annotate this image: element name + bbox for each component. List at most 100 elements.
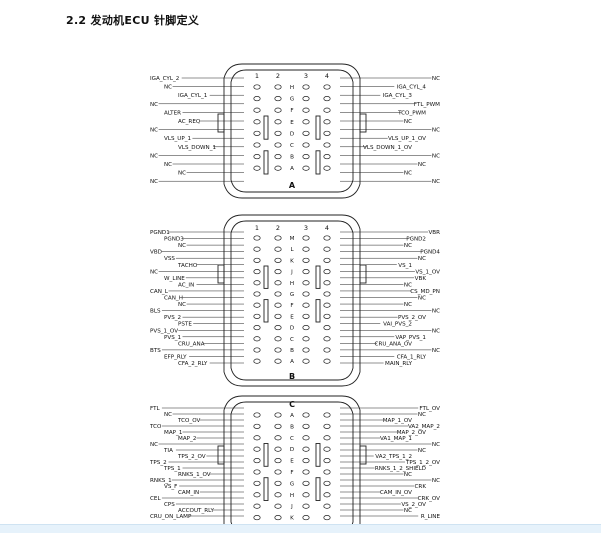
- pin-socket: [323, 235, 331, 241]
- pin-label-right: R_LINE: [421, 514, 441, 520]
- row-letter: F: [290, 108, 293, 114]
- row-letter: G: [290, 481, 294, 487]
- pin-label-left: CAN_L: [150, 289, 169, 295]
- connector-housing: [223, 63, 361, 199]
- column-number: 2: [276, 224, 280, 232]
- pin-socket: [274, 492, 282, 498]
- pin-label-right: CRK_OV: [418, 496, 441, 502]
- row-letter: D: [290, 326, 294, 332]
- pin-socket: [323, 412, 331, 418]
- pin-socket: [323, 280, 331, 286]
- pin-socket: [253, 446, 261, 452]
- pin-label-right: NC: [432, 348, 440, 354]
- pin-label-left: CPS: [164, 502, 175, 508]
- pin-socket: [253, 280, 261, 286]
- row-letter: H: [290, 281, 294, 287]
- row-letter: K: [290, 516, 294, 522]
- pin-socket: [323, 154, 331, 160]
- pin-bar: [315, 115, 321, 140]
- column-number: 2: [276, 72, 280, 80]
- pin-socket: [323, 96, 331, 102]
- left-latch: [217, 445, 225, 465]
- pin-socket: [274, 246, 282, 252]
- pin-label-left: ACCOUT_RLY: [178, 508, 215, 514]
- pin-socket: [323, 142, 331, 148]
- pin-socket: [253, 246, 261, 252]
- pin-socket: [323, 347, 331, 353]
- pin-socket: [253, 269, 261, 275]
- row-letter: A: [290, 413, 294, 419]
- pin-socket: [253, 423, 261, 429]
- pin-label-right: VBK: [415, 276, 427, 282]
- row-letter: B: [290, 348, 294, 354]
- page-title: 2.2 发动机ECU 针脚定义: [66, 14, 200, 27]
- pin-label-left: ALTER: [164, 110, 181, 116]
- row-letter: E: [290, 120, 294, 126]
- pin-label-right: TCO_PWM: [397, 110, 426, 116]
- pin-socket: [274, 503, 282, 509]
- pin-socket: [302, 325, 310, 331]
- pin-socket: [302, 142, 310, 148]
- pin-socket: [302, 423, 310, 429]
- pin-label-left: PGND1: [150, 230, 170, 236]
- pin-label-left: CAN_H: [164, 296, 183, 302]
- row-letter: H: [290, 85, 294, 91]
- row-letter: B: [290, 155, 294, 161]
- row-letter: F: [290, 303, 293, 309]
- pin-label-left: NC: [164, 162, 172, 168]
- pin-label-left: BTS: [150, 348, 161, 354]
- pin-socket: [302, 280, 310, 286]
- pin-label-left: CAM_IN: [178, 490, 199, 496]
- row-letter: C: [290, 436, 294, 442]
- pin-socket: [302, 358, 310, 364]
- pin-label-right: NC: [432, 128, 440, 134]
- pin-socket: [253, 119, 261, 125]
- pin-label-right: NC: [404, 302, 412, 308]
- pin-bar: [263, 299, 269, 323]
- pin-socket: [323, 84, 331, 90]
- pin-socket: [253, 492, 261, 498]
- pin-label-right: FTL_PWM: [414, 102, 440, 108]
- pin-socket: [302, 313, 310, 319]
- connector-inner-wall: [230, 401, 354, 532]
- pin-socket: [323, 423, 331, 429]
- pin-socket: [323, 358, 331, 364]
- row-letter: A: [290, 166, 294, 172]
- pin-socket: [302, 84, 310, 90]
- pin-label-right: IGA_CYL_3: [383, 93, 413, 99]
- pin-socket: [274, 336, 282, 342]
- pin-label-left: PVS_1: [164, 335, 182, 341]
- pin-label-right: NC: [404, 472, 412, 478]
- row-letter: F: [290, 470, 293, 476]
- pin-label-right: NC: [418, 412, 426, 418]
- pin-label-left: FTL: [150, 406, 161, 412]
- pin-socket: [274, 347, 282, 353]
- connector-inner-wall: [230, 69, 354, 193]
- pin-label-right: VLS_DOWN_1_OV: [363, 145, 412, 151]
- pin-socket: [323, 302, 331, 308]
- right-latch: [359, 264, 367, 284]
- pin-label-right: CRU_ANA_OV: [375, 341, 413, 347]
- pin-label-right: NC: [404, 508, 412, 514]
- pin-socket: [302, 257, 310, 263]
- pin-label-right: NC: [432, 328, 440, 334]
- pin-label-right: NC: [418, 162, 426, 168]
- pin-socket: [253, 165, 261, 171]
- pin-socket: [302, 269, 310, 275]
- pin-label-right: MAP_1_OV: [383, 418, 412, 424]
- pin-socket: [323, 503, 331, 509]
- pin-socket: [253, 469, 261, 475]
- row-letter: G: [290, 97, 294, 103]
- pin-socket: [302, 412, 310, 418]
- pin-label-right: VBR: [428, 230, 440, 236]
- pin-socket: [274, 515, 282, 521]
- pin-socket: [323, 515, 331, 521]
- pin-label-right: NC: [418, 448, 426, 454]
- pin-socket: [302, 492, 310, 498]
- pin-label-left: TPS_1: [163, 466, 181, 472]
- pin-label-right: CAM_IN_OV: [380, 490, 412, 496]
- pin-bar: [263, 477, 269, 501]
